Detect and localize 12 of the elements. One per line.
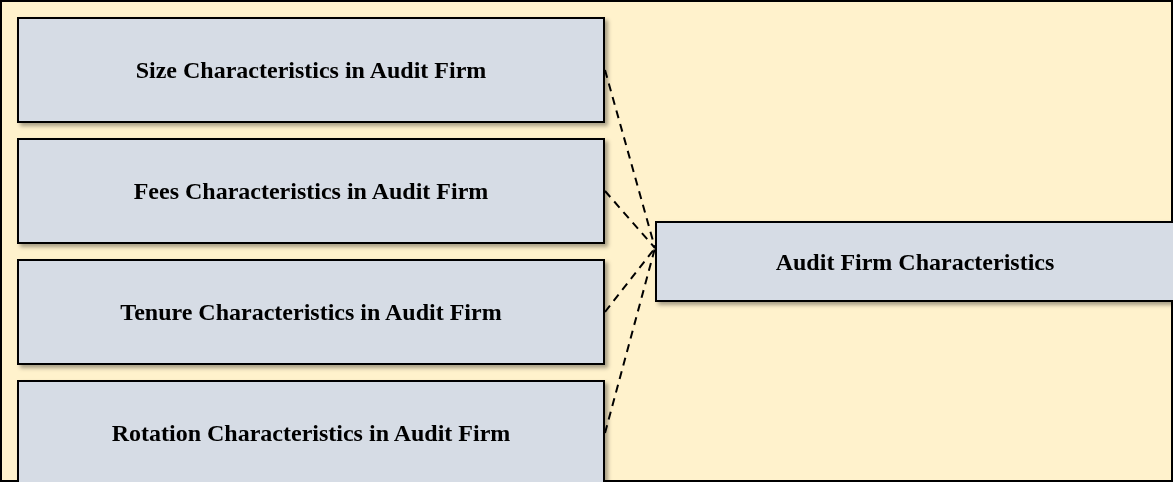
box-label: Size Characteristics in Audit Firm xyxy=(135,56,487,85)
box-label: Audit Firm Characteristics xyxy=(775,247,1055,277)
box-label: Tenure Characteristics in Audit Firm xyxy=(120,298,502,327)
process-box xyxy=(655,221,1173,302)
process-box xyxy=(17,259,605,365)
dashed-connector xyxy=(604,190,656,249)
process-box xyxy=(17,138,605,244)
process-box xyxy=(17,17,605,123)
box-label: Rotation Characteristics in Audit Firm xyxy=(111,419,511,448)
dashed-connector xyxy=(604,247,656,313)
box-label: Fees Characteristics in Audit Firm xyxy=(133,177,489,206)
process-box xyxy=(17,380,605,482)
